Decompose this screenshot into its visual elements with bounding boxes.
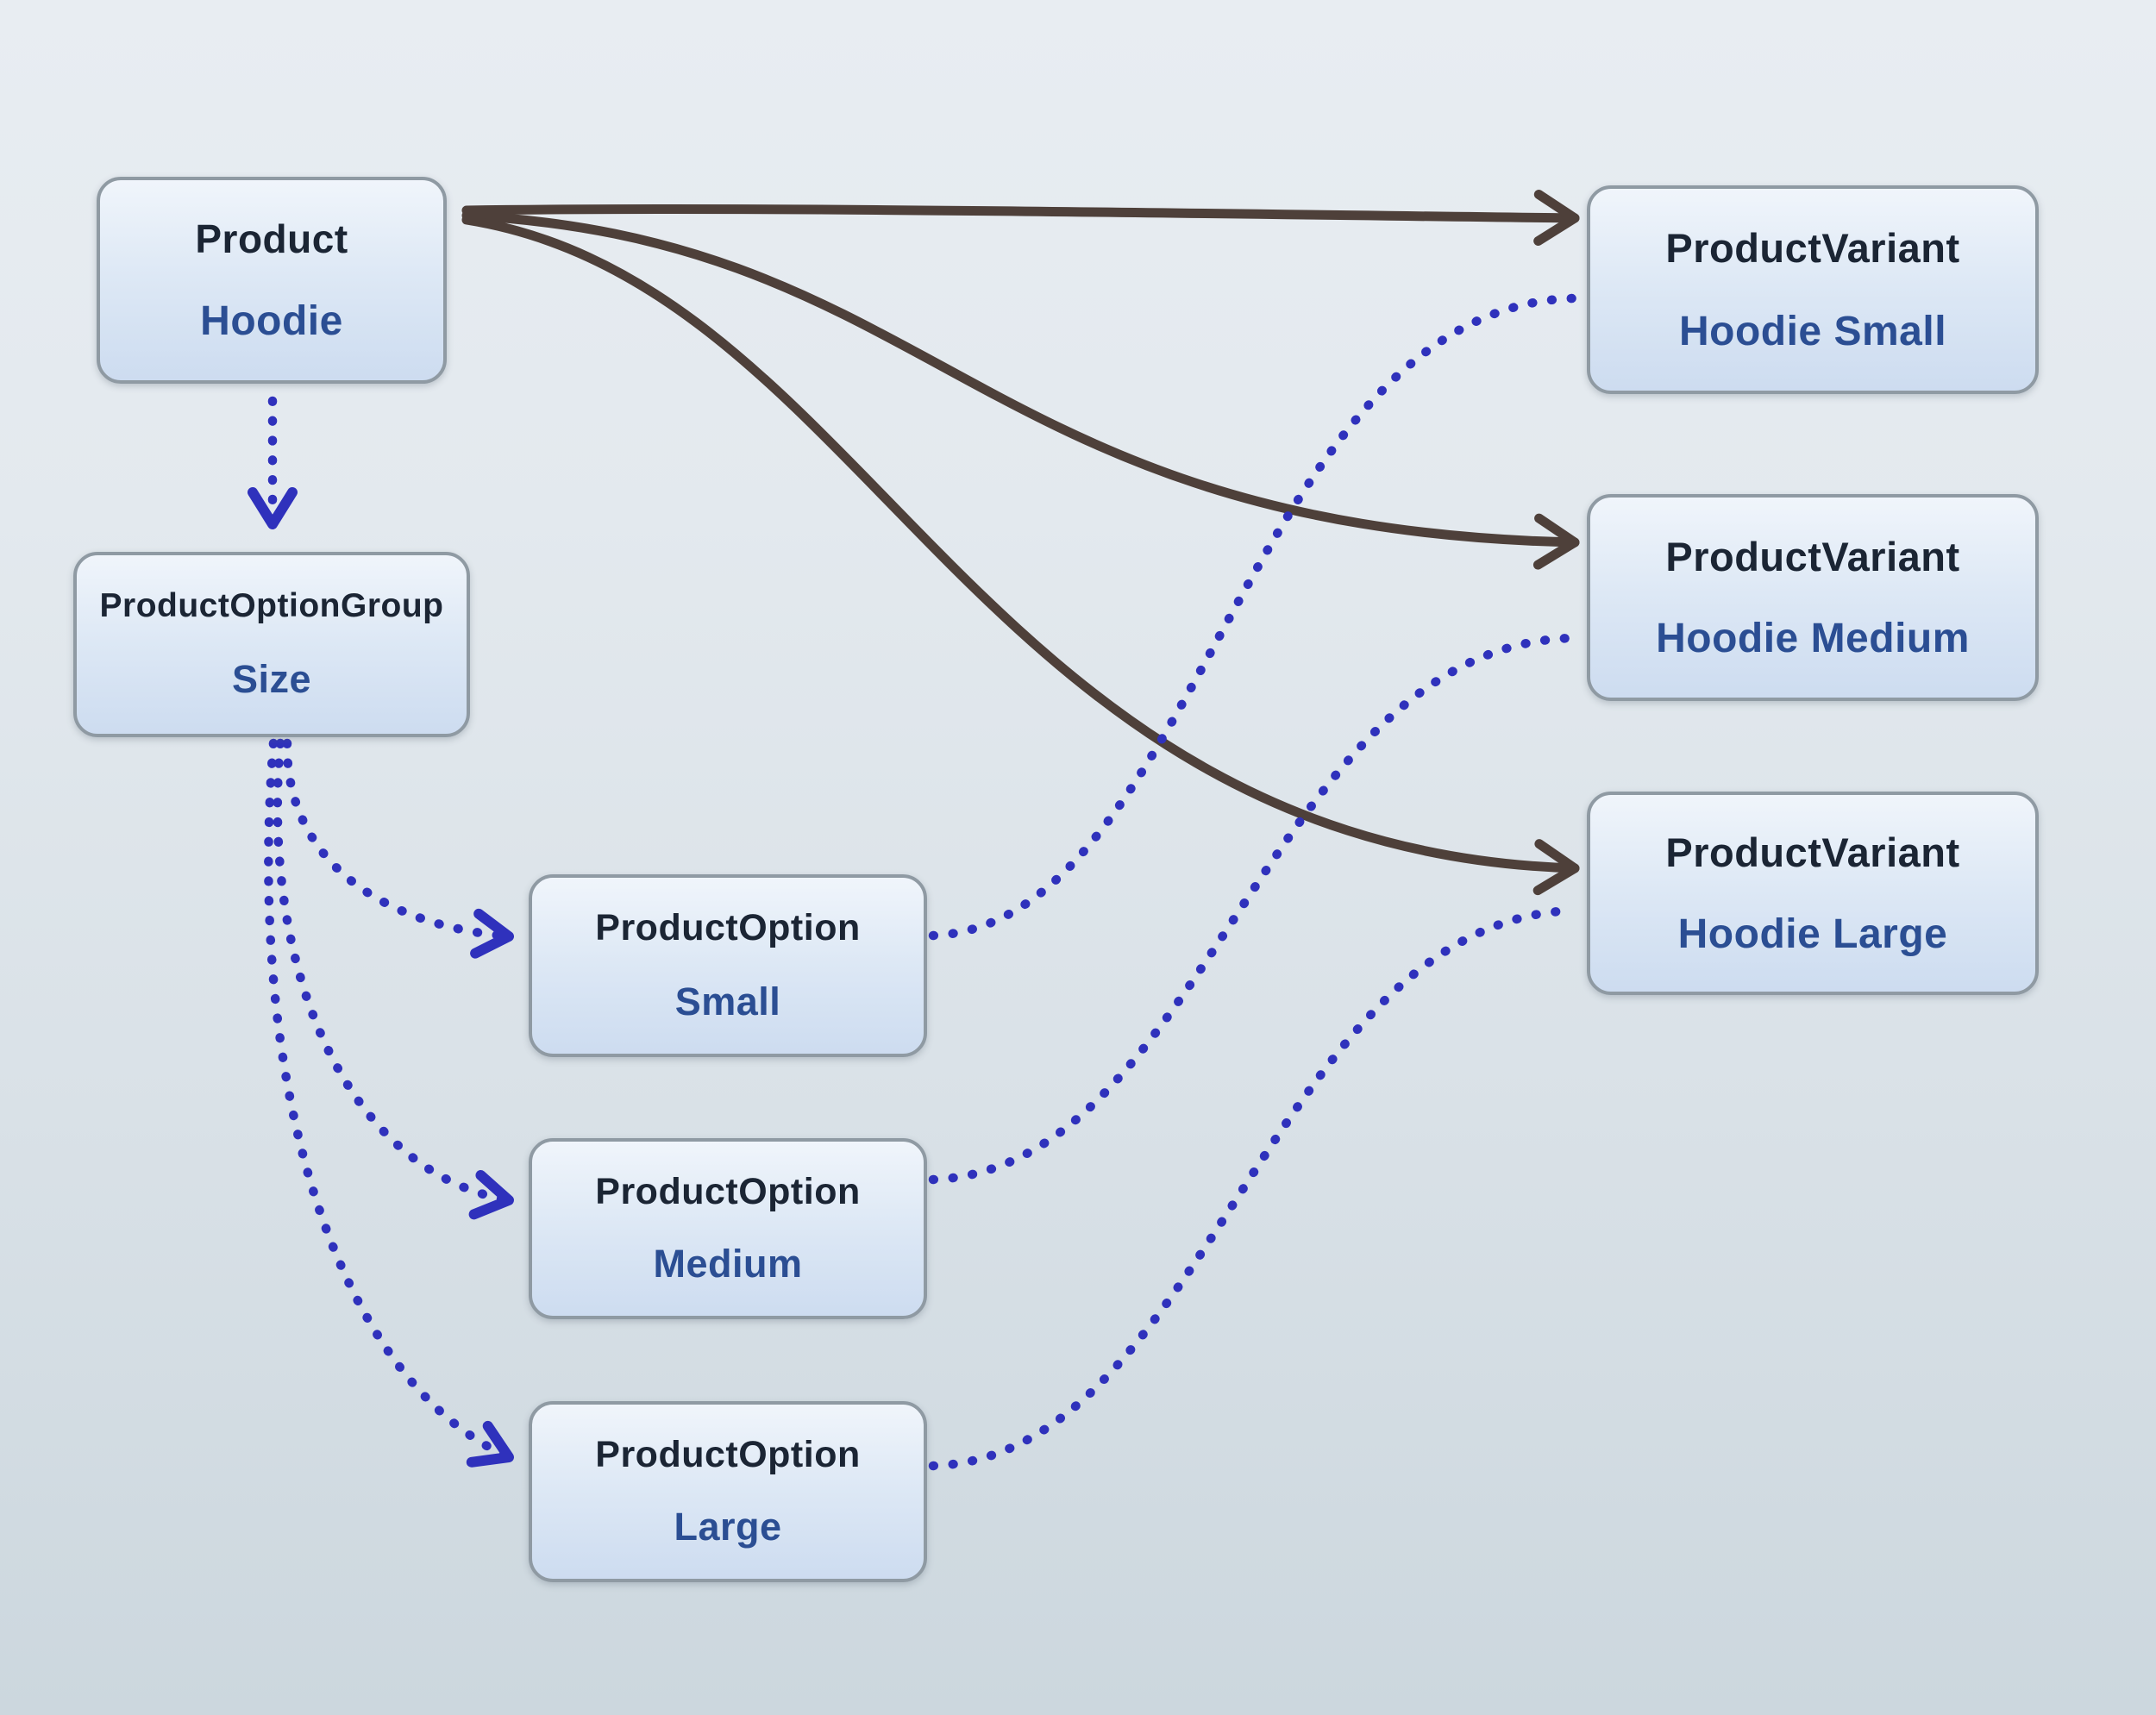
node-product-option-group: ProductOptionGroup Size xyxy=(73,552,470,737)
node-value-label: Medium xyxy=(653,1242,803,1286)
edge-group-to-option-small xyxy=(282,738,514,959)
edge-group-to-option-large xyxy=(264,738,514,1468)
node-value-label: Hoodie Medium xyxy=(1656,616,1970,662)
node-product-variant-small: ProductVariant Hoodie Small xyxy=(1587,185,2039,394)
edge-product-to-variant-small xyxy=(461,190,1580,247)
node-value-label: Hoodie xyxy=(200,298,343,344)
node-type-label: ProductOptionGroup xyxy=(99,587,444,624)
node-value-label: Large xyxy=(674,1505,782,1549)
node-product: Product Hoodie xyxy=(97,177,447,384)
node-value-label: Hoodie Large xyxy=(1677,911,1948,957)
node-type-label: ProductOption xyxy=(595,1170,861,1212)
node-type-label: ProductOption xyxy=(595,907,861,949)
edge-option-small-to-variant-small xyxy=(928,293,1578,941)
node-type-label: ProductVariant xyxy=(1665,533,1960,579)
node-value-label: Hoodie Small xyxy=(1678,308,1947,354)
edge-group-to-option-medium xyxy=(273,738,514,1220)
node-product-option-small: ProductOption Small xyxy=(529,874,927,1057)
edge-option-medium-to-variant-medium xyxy=(928,633,1578,1185)
node-value-label: Small xyxy=(674,979,781,1023)
node-type-label: ProductVariant xyxy=(1665,829,1960,876)
node-product-variant-medium: ProductVariant Hoodie Medium xyxy=(1587,494,2039,701)
edge-option-large-to-variant-large xyxy=(928,905,1578,1471)
node-product-option-large: ProductOption Large xyxy=(529,1401,927,1582)
edge-product-to-variant-large xyxy=(461,215,1580,896)
node-product-variant-large: ProductVariant Hoodie Large xyxy=(1587,792,2039,995)
node-type-label: ProductOption xyxy=(595,1433,861,1475)
node-type-label: Product xyxy=(195,216,348,261)
node-product-option-medium: ProductOption Medium xyxy=(529,1138,927,1319)
edge-product-to-variant-medium xyxy=(461,210,1580,570)
node-type-label: ProductVariant xyxy=(1665,225,1960,272)
node-value-label: Size xyxy=(231,657,312,701)
